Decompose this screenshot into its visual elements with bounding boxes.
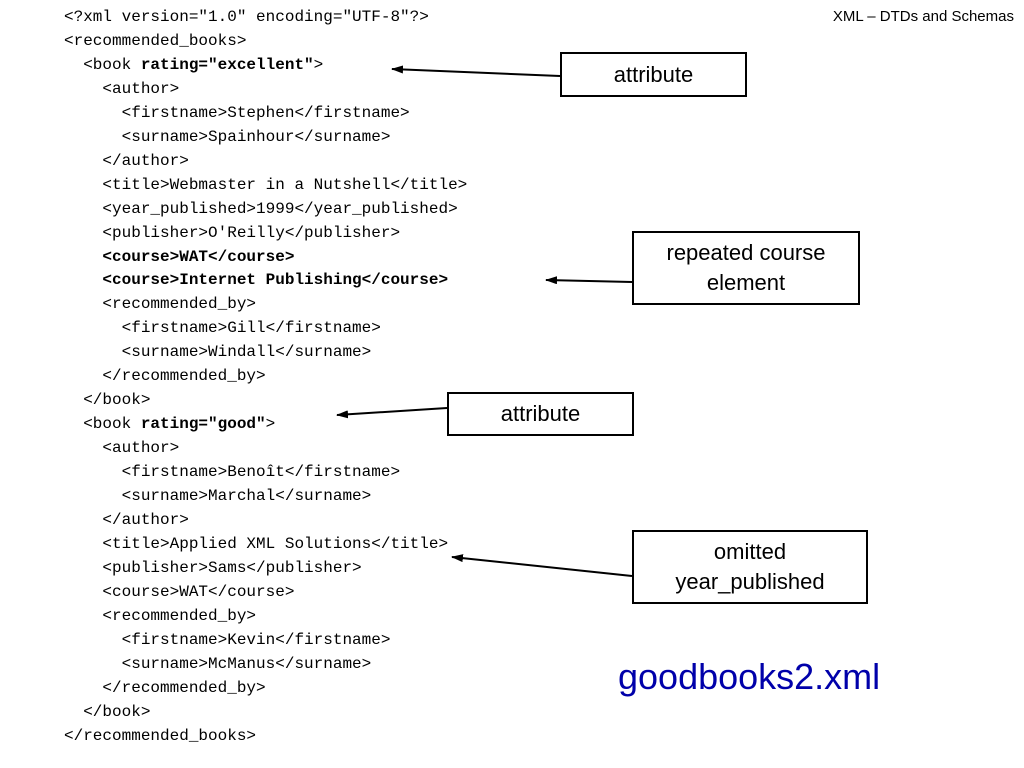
callout-repeated-line-2: element — [706, 270, 786, 295]
code-bold-segment: rating="good" — [140, 415, 266, 434]
code-segment: <firstname>Gill</firstname> — [64, 319, 381, 338]
code-line: <surname>Spainhour</surname> — [64, 126, 467, 150]
code-line: <recommended_by> — [64, 293, 467, 317]
arrow-omitted-year — [451, 554, 633, 577]
code-segment: </author> — [64, 511, 189, 530]
code-segment: > — [313, 55, 324, 74]
slide-header-title: XML – DTDs and Schemas — [832, 8, 1014, 25]
code-segment: <recommended_by> — [64, 295, 257, 314]
code-line: <author> — [64, 78, 467, 102]
code-bold-segment: rating="excellent" — [140, 55, 314, 74]
callout-omitted-line-1: omitted — [713, 539, 787, 564]
xml-code-listing: <?xml version="1.0" encoding="UTF-8"?> <r… — [64, 6, 467, 749]
code-bold-segment: <course>Internet Publishing</course> — [64, 271, 449, 290]
arrow-repeated-course — [545, 276, 633, 285]
code-line: <title>Applied XML Solutions</title> — [64, 533, 467, 557]
code-segment: <surname>McManus</surname> — [64, 654, 372, 673]
code-segment: <book — [64, 55, 141, 74]
code-segment: > — [265, 415, 276, 434]
code-line: </author> — [64, 150, 467, 174]
code-line: </recommended_books> — [64, 725, 467, 749]
code-line: <?xml version="1.0" encoding="UTF-8"?> — [64, 6, 467, 30]
code-line: <firstname>Kevin</firstname> — [64, 629, 467, 653]
code-line: </book> — [64, 389, 467, 413]
code-segment: <?xml version="1.0" encoding="UTF-8"?> — [64, 8, 429, 26]
callout-attribute-2-text: attribute — [500, 401, 581, 426]
code-segment: <recommended_books> — [64, 31, 247, 50]
code-line: <firstname>Benoît</firstname> — [64, 461, 467, 485]
code-segment: <surname>Spainhour</surname> — [64, 127, 391, 146]
code-segment: <firstname>Benoît</firstname> — [64, 463, 401, 482]
code-line: <course>WAT</course> — [64, 246, 467, 270]
callout-attribute-2: attribute — [447, 392, 634, 436]
arrow-attribute-1 — [391, 65, 561, 77]
code-segment: <book — [64, 415, 141, 434]
code-segment: <firstname>Stephen</firstname> — [64, 103, 410, 122]
code-line: <year_published>1999</year_published> — [64, 198, 467, 222]
code-segment: <surname>Marchal</surname> — [64, 487, 372, 506]
code-segment: <publisher>Sams</publisher> — [64, 558, 362, 577]
code-segment: </book> — [64, 702, 151, 721]
code-line: <recommended_books> — [64, 30, 467, 54]
callout-repeated-line-1: repeated course — [666, 240, 826, 265]
callout-attribute-1-text: attribute — [613, 61, 694, 87]
code-line: <author> — [64, 437, 467, 461]
code-line: <title>Webmaster in a Nutshell</title> — [64, 174, 467, 198]
code-segment: </recommended_by> — [64, 678, 266, 697]
code-line: <surname>Windall</surname> — [64, 341, 467, 365]
arrow-attribute-2 — [336, 407, 448, 419]
code-segment: </book> — [64, 391, 151, 410]
code-line: <publisher>O'Reilly</publisher> — [64, 222, 467, 246]
code-line: <firstname>Stephen</firstname> — [64, 102, 467, 126]
code-segment: <publisher>O'Reilly</publisher> — [64, 223, 401, 242]
code-segment: <course>WAT</course> — [64, 582, 295, 601]
code-line: </recommended_by> — [64, 677, 467, 701]
code-line: <surname>McManus</surname> — [64, 653, 467, 677]
code-line: <publisher>Sams</publisher> — [64, 557, 467, 581]
code-segment: <title>Applied XML Solutions</title> — [64, 534, 449, 553]
code-segment: </author> — [64, 151, 189, 170]
code-line: <recommended_by> — [64, 605, 467, 629]
callout-omitted-year-text: omitted year_published — [675, 537, 824, 597]
code-segment: <year_published>1999</year_published> — [64, 199, 458, 218]
code-line: <surname>Marchal</surname> — [64, 485, 467, 509]
file-name-label: goodbooks2.xml — [618, 656, 881, 697]
code-segment: <firstname>Kevin</firstname> — [64, 630, 391, 649]
code-line: </recommended_by> — [64, 365, 467, 389]
code-line: <book rating="good"> — [64, 413, 467, 437]
callout-repeated-course-text: repeated course element — [667, 238, 826, 298]
code-line: </book> — [64, 701, 467, 725]
callout-attribute-1: attribute — [560, 52, 747, 97]
code-line: <book rating="excellent"> — [64, 54, 467, 78]
callout-omitted-year: omitted year_published — [632, 530, 868, 604]
code-segment: <surname>Windall</surname> — [64, 343, 372, 362]
code-segment: </recommended_books> — [64, 726, 257, 745]
code-line: <course>Internet Publishing</course> — [64, 269, 467, 293]
code-line: <course>WAT</course> — [64, 581, 467, 605]
code-segment: <author> — [64, 439, 180, 458]
callout-omitted-line-2: year_published — [675, 569, 825, 594]
code-segment: <author> — [64, 79, 180, 98]
callout-repeated-course: repeated course element — [632, 231, 860, 305]
code-bold-segment: <course>WAT</course> — [64, 247, 295, 266]
code-segment: <recommended_by> — [64, 606, 257, 625]
code-segment: <title>Webmaster in a Nutshell</title> — [64, 175, 468, 194]
code-line: </author> — [64, 509, 467, 533]
code-segment: </recommended_by> — [64, 367, 266, 386]
code-line: <firstname>Gill</firstname> — [64, 317, 467, 341]
